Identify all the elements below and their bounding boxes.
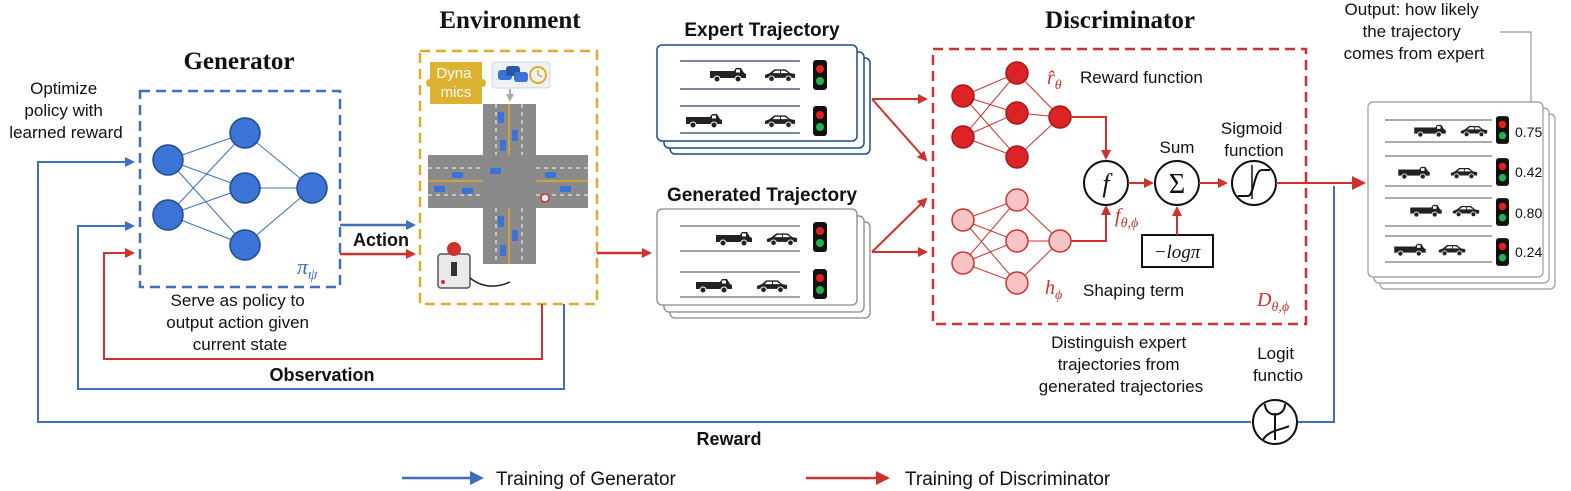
reward-label: Reward	[696, 429, 761, 449]
reward-loop	[1297, 186, 1335, 423]
generator-panel: Generator πψ Optimize policy with learne…	[9, 48, 342, 354]
generator-network-nodes	[152, 117, 328, 261]
log-term-box	[1141, 234, 1214, 268]
output-score: 0.42	[1515, 164, 1542, 180]
sum-label: Sum	[1160, 138, 1195, 157]
traffic-light-icon	[1496, 158, 1509, 186]
output-card	[1367, 101, 1544, 278]
gen-node	[152, 144, 184, 176]
intersection-icon	[428, 104, 588, 264]
output-callout-line	[1500, 31, 1532, 103]
expert-trajectory-title: Expert Trajectory	[684, 20, 840, 41]
serve-text: Serve as policy to output action given c…	[166, 291, 313, 354]
shaping-node	[1005, 188, 1029, 212]
traffic-light-icon	[813, 222, 827, 252]
traffic-light-icon	[813, 60, 827, 90]
f-subscript-label: fθ,ϕ	[1115, 205, 1138, 231]
traffic-light-icon	[1496, 198, 1509, 226]
discriminator-panel: Discriminator r̂θ Reward function	[931, 7, 1308, 326]
f-combiner-symbol: f	[1102, 169, 1113, 198]
action-label: Action	[353, 230, 409, 250]
shaping-symbol: hϕ	[1045, 277, 1062, 303]
to-discriminator-arrows	[871, 94, 928, 257]
legend-discriminator-label: Training of Discriminator	[905, 469, 1111, 490]
log-term-text: −logπ	[1154, 242, 1201, 263]
sigmoid-icon	[1238, 169, 1270, 197]
traffic-clock-icon	[491, 61, 551, 89]
shaping-node	[1048, 229, 1072, 253]
shaping-network-nodes	[951, 188, 1072, 295]
shaping-node	[1005, 271, 1029, 295]
dynamics-text: Dyna mics	[436, 65, 475, 101]
legend-generator-label: Training of Generator	[496, 469, 677, 490]
shaping-node	[951, 208, 975, 232]
reward-node	[951, 84, 975, 108]
discriminator-title: Discriminator	[1045, 7, 1195, 34]
reward-function-symbol: r̂θ	[1047, 67, 1062, 93]
dynamics-chip: Dyna mics	[426, 62, 486, 104]
gen-node	[229, 172, 261, 204]
environment-panel: Environment Dyna mics	[418, 7, 599, 306]
output-score: 0.75	[1515, 124, 1542, 140]
generated-trajectory-title: Generated Trajectory	[667, 185, 858, 206]
reward-node	[1005, 61, 1029, 85]
output-title: Output: how likely the trajectory comes …	[1344, 0, 1485, 63]
reward-node	[1005, 101, 1029, 125]
shaping-node	[951, 251, 975, 275]
distinguish-text: Distinguish expert trajectories from gen…	[1039, 333, 1203, 396]
generator-box	[138, 89, 342, 289]
reward-loop-return	[37, 157, 1251, 423]
reward-network-nodes	[951, 61, 1072, 169]
logit-label: Logit functio	[1253, 344, 1303, 385]
generator-title: Generator	[183, 48, 294, 75]
generated-trajectory-stack: Generated Trajectory	[656, 185, 871, 319]
policy-symbol: πψ	[297, 254, 318, 283]
shaping-node	[1005, 229, 1029, 253]
discriminator-box	[931, 47, 1308, 326]
output-score: 0.24	[1515, 244, 1542, 260]
gen-node	[229, 229, 261, 261]
environment-title: Environment	[439, 7, 581, 34]
traffic-light-icon	[1496, 116, 1509, 144]
observation-red-loop	[103, 248, 543, 360]
reward-node	[1005, 145, 1029, 169]
d-symbol: Dθ,ϕ	[1256, 289, 1289, 315]
legend: Training of Generator Training of Discri…	[402, 469, 1111, 490]
observation-blue-loop	[77, 221, 565, 390]
observation-label: Observation	[269, 365, 374, 385]
expert-trajectory-stack: Expert Trajectory	[656, 20, 871, 155]
environment-box	[418, 49, 599, 306]
reward-node	[1048, 105, 1072, 129]
traffic-light-icon	[813, 269, 827, 299]
sigmoid-label: Sigmoid function	[1221, 119, 1287, 160]
output-panel: Output: how likely the trajectory comes …	[1344, 0, 1556, 290]
reward-node	[951, 125, 975, 149]
traffic-light-icon	[813, 106, 827, 136]
gen-node	[296, 172, 328, 204]
sum-symbol: Σ	[1169, 169, 1185, 200]
logit-icon	[1262, 403, 1290, 441]
generated-trajectory-card	[656, 208, 858, 306]
gen-node	[229, 117, 261, 149]
logit-function: Logit functio	[1252, 344, 1303, 445]
output-score: 0.80	[1515, 205, 1542, 221]
gen-node	[152, 199, 184, 231]
traffic-light-icon	[1496, 238, 1509, 266]
reward-function-label: Reward function	[1080, 68, 1203, 87]
shaping-label: Shaping term	[1083, 281, 1184, 300]
optimize-text: Optimize policy with learned reward	[9, 79, 122, 142]
joystick-icon	[437, 242, 511, 289]
